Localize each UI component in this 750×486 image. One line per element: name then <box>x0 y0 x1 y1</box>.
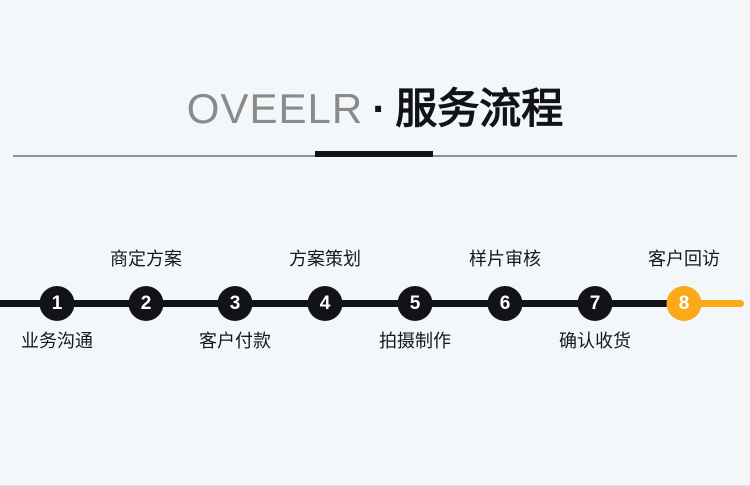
step-dot: 4 <box>307 286 343 321</box>
step-label: 方案策划 <box>289 249 361 269</box>
step-dot: 3 <box>217 286 253 321</box>
step-label: 客户回访 <box>648 249 720 269</box>
step-dot: 2 <box>128 286 164 321</box>
step-number: 4 <box>319 292 331 314</box>
step-number: 7 <box>589 292 601 314</box>
step-dot: 6 <box>487 286 523 321</box>
step-label: 确认收货 <box>559 331 631 351</box>
divider-accent-bar <box>315 151 433 157</box>
step-number: 5 <box>409 292 421 314</box>
step-dot: 8 <box>666 286 702 321</box>
title-separator-dot: · <box>372 85 387 132</box>
step-label: 客户付款 <box>199 331 271 351</box>
step-number: 2 <box>140 292 152 314</box>
step-label: 商定方案 <box>110 249 182 269</box>
step-label: 拍摄制作 <box>379 331 451 351</box>
step-dot: 5 <box>397 286 433 321</box>
step-label: 样片审核 <box>469 249 541 269</box>
step-number: 6 <box>499 292 511 314</box>
step-number: 1 <box>51 292 63 314</box>
title-text: 服务流程 <box>395 85 564 132</box>
step-dot: 1 <box>39 286 75 321</box>
step-label: 业务沟通 <box>21 331 93 351</box>
title-divider-line <box>13 151 737 157</box>
step-dot: 7 <box>577 286 613 321</box>
step-number: 3 <box>229 292 241 314</box>
page-title: OVEELR·服务流程 <box>0 83 750 135</box>
timeline-track-accent-tail <box>684 300 744 307</box>
brand-name: OVEELR <box>186 85 364 132</box>
step-number: 8 <box>678 292 690 314</box>
